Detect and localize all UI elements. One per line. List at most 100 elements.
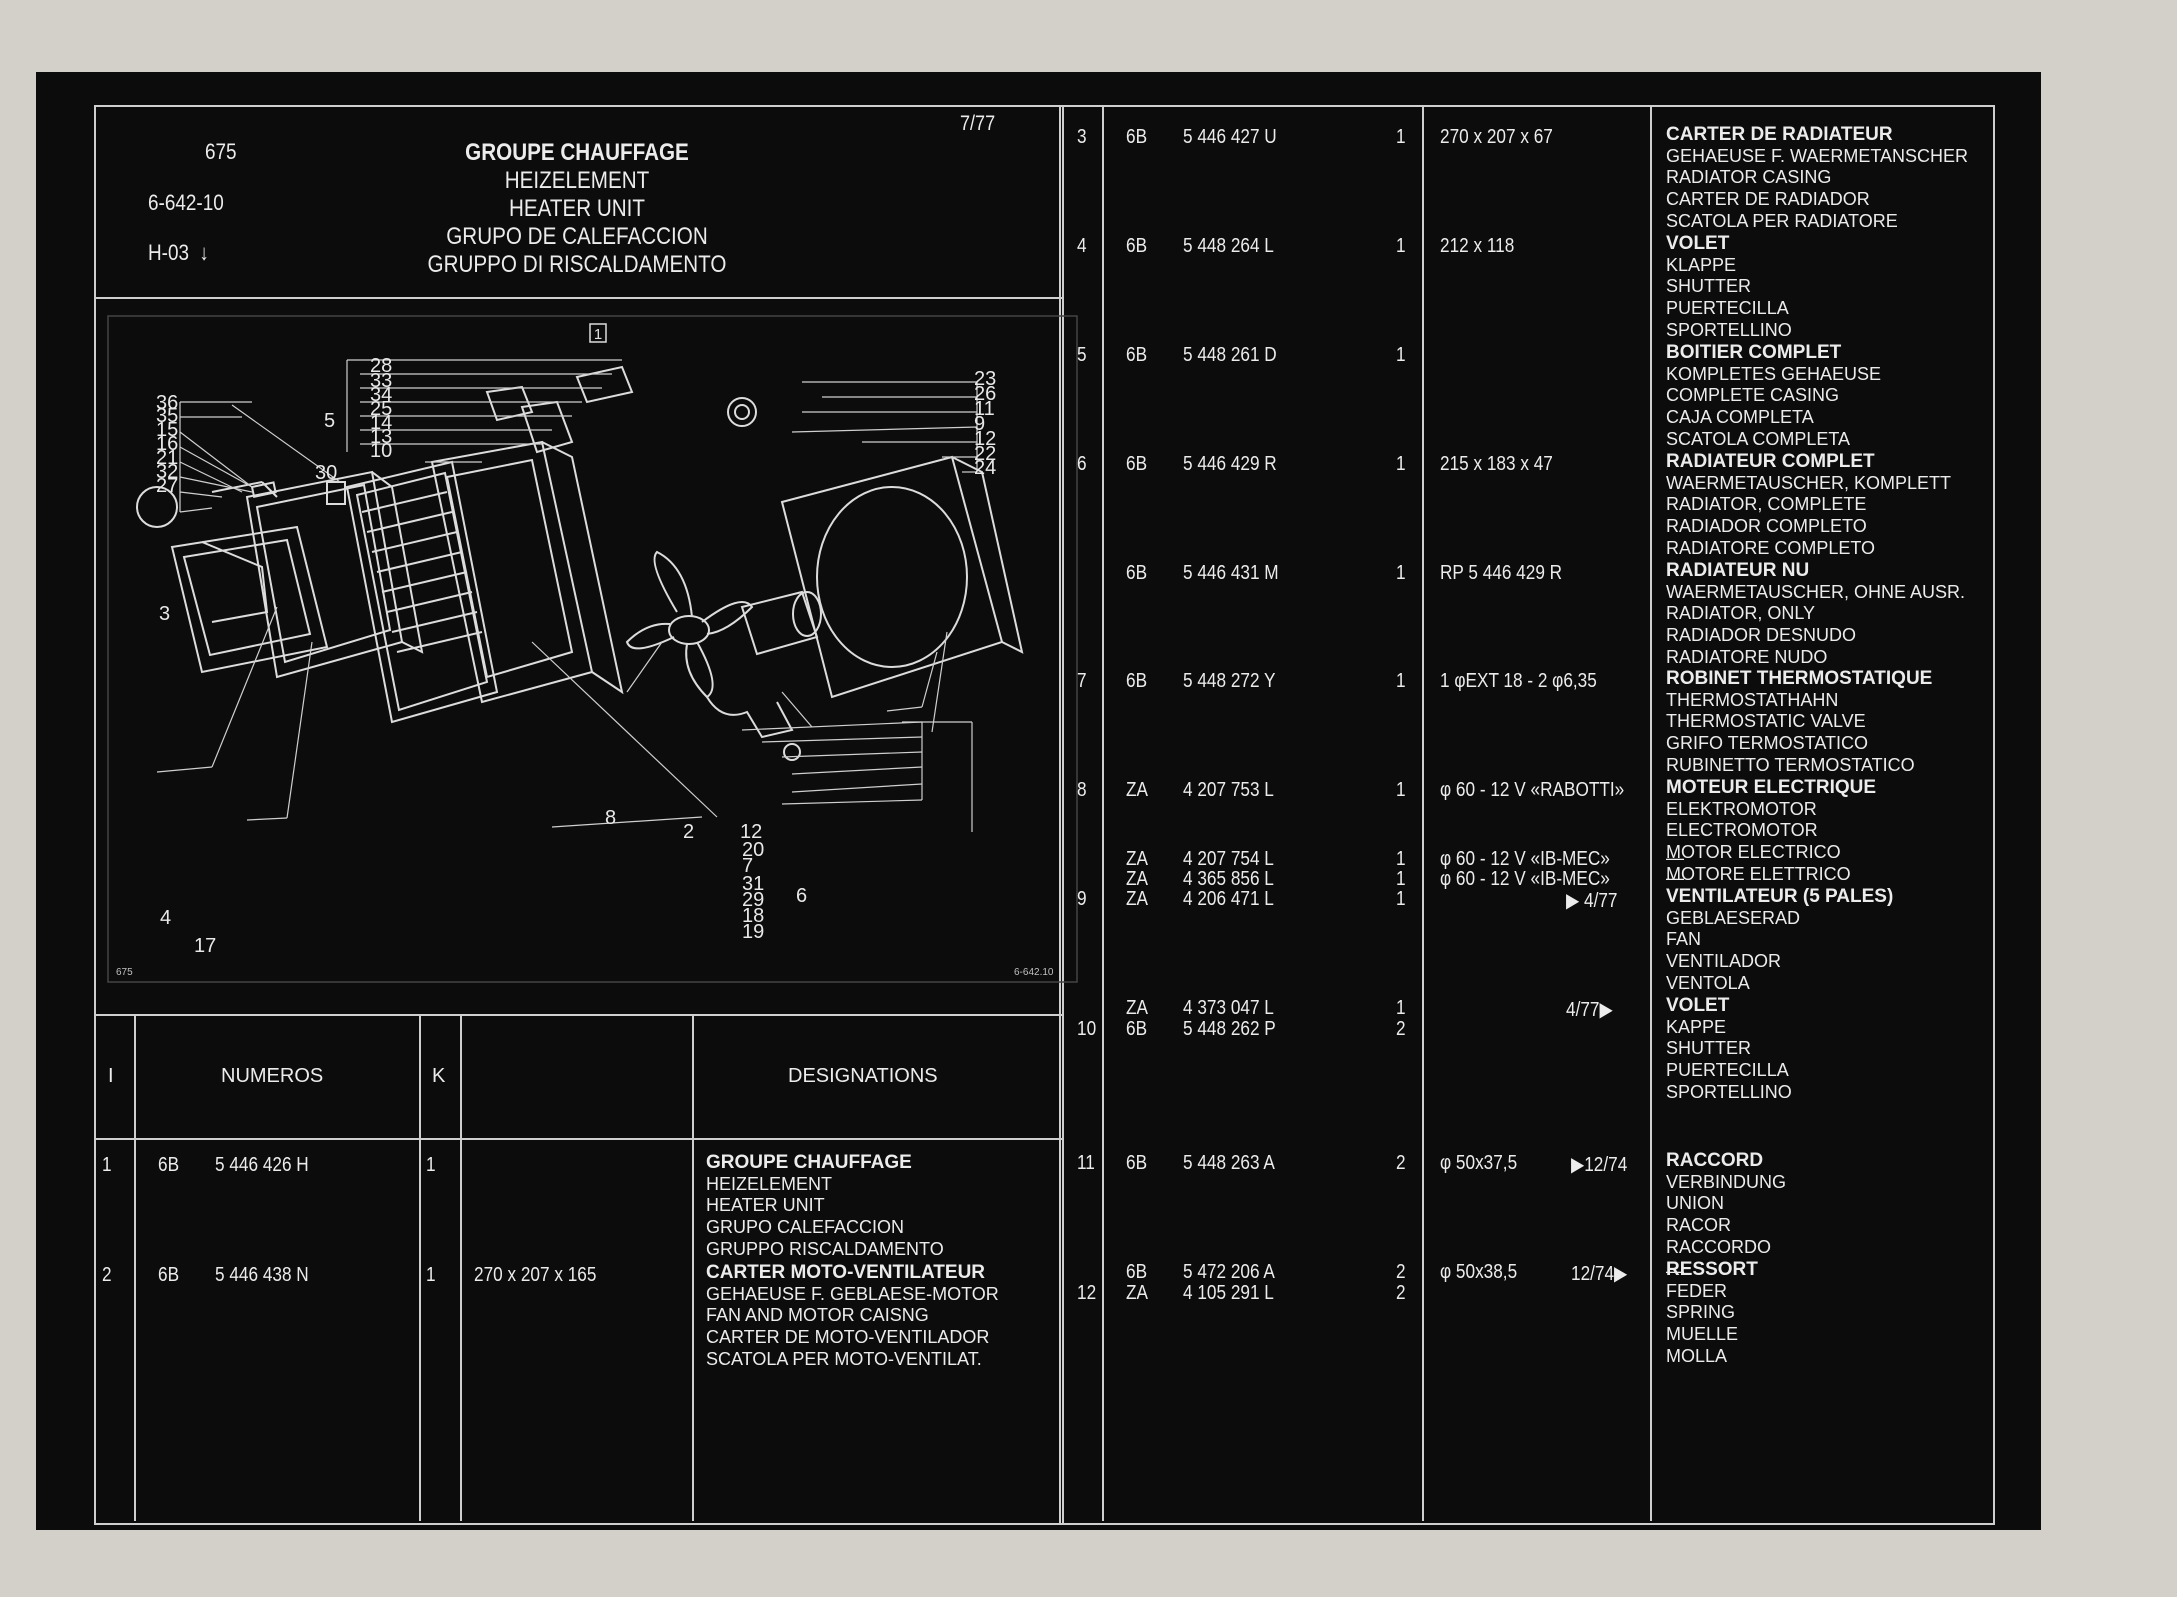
- part-number: 4 207 753 L: [1183, 779, 1274, 801]
- page-date: 7/77: [960, 112, 996, 135]
- title-it: GRUPPO DI RISCALDAMENTO: [427, 251, 727, 278]
- part-code: 6B: [1126, 1152, 1148, 1174]
- designation-line: BOITIER COMPLET: [1666, 342, 1842, 363]
- designation-line: UNION: [1666, 1193, 1724, 1214]
- designation-line: GRIFO TERMOSTATICO: [1666, 733, 1868, 754]
- part-qty: 1: [426, 1264, 436, 1286]
- page-code: 675: [205, 139, 237, 164]
- diagram-box-label: 1: [594, 326, 602, 343]
- part-code: 6B: [1126, 670, 1148, 692]
- designation-line: KAPPE: [1666, 1016, 1727, 1037]
- col-line-1: [134, 1014, 136, 1521]
- row-index: 6: [1077, 453, 1087, 475]
- col-line-5: [1102, 105, 1104, 1521]
- part-qty: 2: [1396, 1261, 1406, 1283]
- part-number: 5 448 261 D: [1183, 344, 1277, 366]
- callout-24: 24: [974, 457, 996, 479]
- designation-line: THERMOSTATIC VALVE: [1666, 711, 1866, 732]
- part-number: 5 448 263 A: [1183, 1152, 1275, 1174]
- callout-17: 17: [194, 935, 216, 957]
- row-index: 11: [1077, 1152, 1095, 1174]
- designation-line: WAERMETAUSCHER, OHNE AUSR.: [1666, 581, 1966, 602]
- part-qty: 1: [1396, 888, 1406, 910]
- callout-16: 16: [156, 433, 178, 455]
- designation-dash: —: [1666, 848, 1684, 868]
- part-code: 6B: [1126, 562, 1148, 584]
- title-de: HEIZELEMENT: [504, 167, 650, 194]
- callout-25: 25: [370, 398, 392, 420]
- right-panel-frame: [1059, 105, 1995, 1525]
- designation-line: GEHAEUSE F. GEBLAESE-MOTOR: [706, 1283, 999, 1304]
- callout-2: 2: [683, 821, 694, 843]
- arrow-down-icon: ↓: [199, 240, 209, 265]
- part-dimensions: RP 5 446 429 R: [1440, 562, 1563, 584]
- designation-line: HEATER UNIT: [706, 1195, 825, 1216]
- callout-4: 4: [160, 907, 171, 929]
- part-code: ZA: [1126, 1282, 1148, 1304]
- part-dimensions: 270 x 207 x 67: [1440, 126, 1553, 148]
- callout-28: 28: [370, 355, 392, 377]
- part-qty: 1: [1396, 453, 1406, 475]
- col-line-7: [1650, 105, 1652, 1521]
- designation-line: FAN: [1666, 929, 1702, 950]
- designation-line: FEDER: [1666, 1280, 1728, 1301]
- designation-line: VENTILATEUR (5 PALES): [1666, 886, 1894, 907]
- designation-line: RADIATOR, COMPLETE: [1666, 494, 1867, 515]
- part-number: 4 365 856 L: [1183, 868, 1274, 890]
- callout-23: 23: [974, 368, 996, 390]
- part-code: 6B: [1126, 235, 1148, 257]
- designation-line: SPRING: [1666, 1302, 1736, 1323]
- part-qty: 2: [1396, 1282, 1406, 1304]
- part-dimensions: φ 60 - 12 V «RABOTTI»: [1440, 779, 1625, 801]
- col-header-i: I: [108, 1065, 114, 1087]
- left-panel-frame: [94, 105, 1064, 1525]
- part-date-note: ▶12/74: [1571, 1154, 1628, 1176]
- designation-line: RADIADOR COMPLETO: [1666, 516, 1867, 537]
- part-dimensions: φ 60 - 12 V «IB-MEC»: [1440, 868, 1610, 890]
- part-date-note: 12/74▶: [1571, 1263, 1628, 1285]
- designation-line: WAERMETAUSCHER, KOMPLETT: [1666, 472, 1952, 493]
- designation-line: RESSORT: [1666, 1259, 1758, 1280]
- row-index: 1: [102, 1154, 112, 1176]
- part-qty: 2: [1396, 1152, 1406, 1174]
- designation-line: RUBINETTO TERMOSTATICO: [1666, 754, 1915, 775]
- row-index: 10: [1077, 1018, 1097, 1040]
- callout-27: 27: [156, 475, 178, 497]
- part-code: 6B: [1126, 126, 1148, 148]
- part-dimensions: φ 60 - 12 V «IB-MEC»: [1440, 848, 1610, 870]
- designation-line: MOTEUR ELECTRIQUE: [1666, 777, 1877, 798]
- part-number: 5 446 427 U: [1183, 126, 1277, 148]
- part-code: 6B: [158, 1154, 180, 1176]
- part-qty: 1: [1396, 779, 1406, 801]
- callout-31: 31: [742, 873, 764, 895]
- designation-line: RACCORDO: [1666, 1236, 1772, 1257]
- designation-line: ELECTROMOTOR: [1666, 820, 1818, 841]
- part-code: ZA: [1126, 997, 1148, 1019]
- col-line-6: [1422, 105, 1424, 1521]
- part-qty: 1: [1396, 344, 1406, 366]
- diagram-svg: 1 675 6-642.10 2833342514131053635151621…: [107, 315, 1078, 983]
- callout-7: 7: [742, 855, 753, 877]
- callout-12: 12: [740, 821, 762, 843]
- col-line-2: [419, 1014, 421, 1521]
- part-qty: 1: [1396, 670, 1406, 692]
- header-divider: [94, 297, 1062, 299]
- callout-9: 9: [974, 413, 985, 435]
- callout-26: 26: [974, 383, 996, 405]
- part-code: ZA: [1126, 848, 1148, 870]
- table-header-divider: [94, 1138, 1062, 1140]
- film-slide: 675 6-642-10 H-03↓ 7/77 GROUPE CHAUFFAGE…: [36, 72, 2041, 1530]
- designation-line: GRUPPO RISCALDAMENTO: [706, 1238, 944, 1259]
- row-index: 5: [1077, 344, 1087, 366]
- callout-22: 22: [974, 443, 996, 465]
- part-qty: 1: [1396, 235, 1406, 257]
- part-number: 5 446 426 H: [215, 1154, 309, 1176]
- designation-line: RACOR: [1666, 1215, 1732, 1236]
- designation-line: RADIATORE NUDO: [1666, 646, 1828, 667]
